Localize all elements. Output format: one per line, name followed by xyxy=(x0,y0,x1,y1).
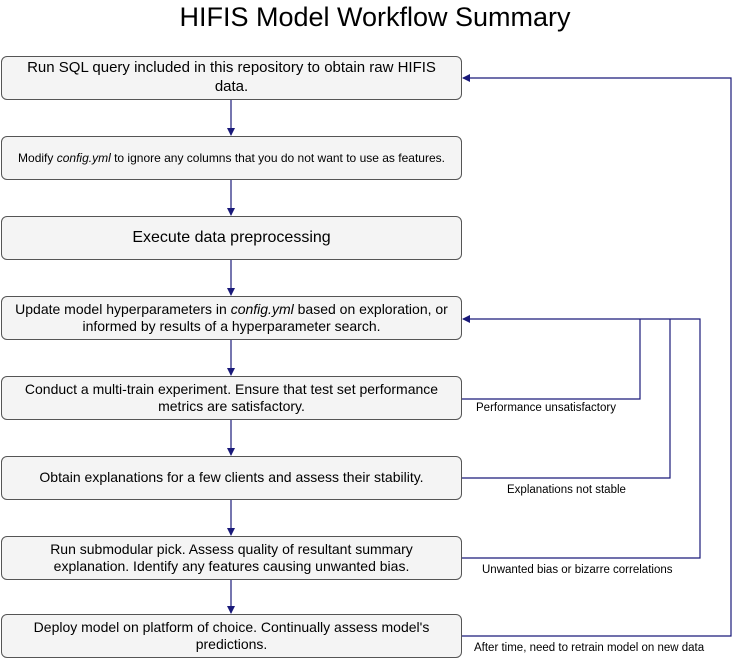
step-execute-preprocessing-text: Execute data preprocessing xyxy=(132,229,331,246)
feedback-line-explanations xyxy=(462,319,671,479)
step-execute-preprocessing: Execute data preprocessing xyxy=(1,216,462,260)
step-deploy-model: Deploy model on platform of choice. Cont… xyxy=(1,614,462,658)
step-modify-config: Modify config.yml to ignore any columns … xyxy=(1,136,462,180)
step-modify-config-filename: config.yml xyxy=(56,150,111,165)
step-submodular-pick: Run submodular pick. Assess quality of r… xyxy=(1,536,462,580)
step-update-hyperparameters: Update model hyperparameters in config.y… xyxy=(1,296,462,340)
diagram-title: HIFIS Model Workflow Summary xyxy=(179,2,571,32)
feedback-label-performance: Performance unsatisfactory xyxy=(476,402,616,414)
step-modify-config-text-after: to ignore any columns that you do not wa… xyxy=(110,150,445,165)
step-multi-train-experiment-text: Conduct a multi-train experiment. Ensure… xyxy=(24,380,439,415)
feedback-label-explanations: Explanations not stable xyxy=(507,484,626,496)
feedback-label-retrain: After time, need to retrain model on new… xyxy=(474,642,705,654)
feedback-label-bias: Unwanted bias or bizarre correlations xyxy=(482,564,673,576)
feedback-line-retrain xyxy=(462,74,732,637)
step-obtain-explanations-text: Obtain explanations for a few clients an… xyxy=(39,469,424,486)
step-update-hyperparameters-filename: config.yml xyxy=(230,300,294,317)
step-run-sql-query: Run SQL query included in this repositor… xyxy=(1,56,462,100)
step-deploy-model-text: Deploy model on platform of choice. Cont… xyxy=(33,618,430,653)
step-update-hyperparameters-text-before: Update model hyperparameters in xyxy=(15,300,231,317)
step-multi-train-experiment: Conduct a multi-train experiment. Ensure… xyxy=(1,376,462,420)
step-run-sql-query-text: Run SQL query included in this repositor… xyxy=(27,59,436,95)
feedback-line-performance xyxy=(462,319,641,400)
step-modify-config-text-before: Modify xyxy=(18,150,57,165)
step-update-hyperparameters-text-after: based on exploration, or informed by res… xyxy=(82,300,448,335)
step-update-hyperparameters-text: Update model hyperparameters in config.y… xyxy=(14,301,449,336)
step-obtain-explanations: Obtain explanations for a few clients an… xyxy=(1,456,462,500)
feedback-line-bias xyxy=(462,315,701,559)
step-modify-config-text: Modify config.yml to ignore any columns … xyxy=(18,151,445,166)
step-submodular-pick-text: Run submodular pick. Assess quality of r… xyxy=(50,540,413,575)
